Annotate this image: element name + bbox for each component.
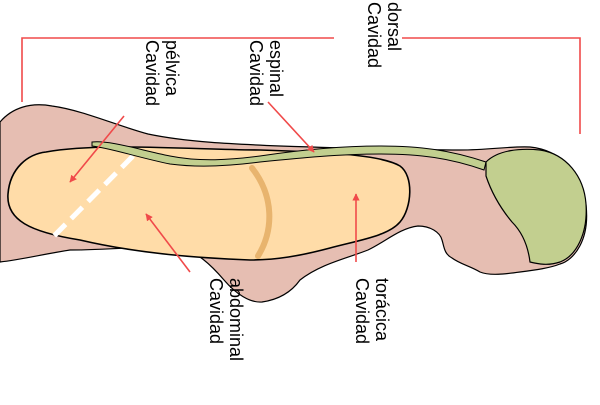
pelvic-pointer-arrow xyxy=(69,115,125,183)
spinal-canal xyxy=(91,141,487,171)
thoracic-cavity-label: Cavidad torácica xyxy=(352,278,392,344)
dorsal-cavity-bracket xyxy=(21,37,581,134)
diaphragm xyxy=(249,165,273,259)
thoracic-label-line1: Cavidad xyxy=(352,278,372,344)
cranial-cavity xyxy=(485,148,587,265)
pelvic-cavity-label: Cavidad pélvica xyxy=(142,40,182,106)
dorsal-label-line2: dorsal xyxy=(384,2,404,51)
pelvic-label-line2: pélvica xyxy=(162,40,182,97)
dorsal-cavity-label: Cavidad dorsal xyxy=(364,2,404,68)
spinal-cavity-label: Cavidad espinal xyxy=(246,40,286,106)
dorsal-label-line1: Cavidad xyxy=(364,2,384,68)
abdominal-label-line2: abdominal xyxy=(226,278,246,361)
abdominal-pointer-arrow xyxy=(145,213,191,273)
spinal-label-line2: espinal xyxy=(266,40,286,97)
pelvic-label-line1: Cavidad xyxy=(142,40,162,106)
thoracic-label-line2: torácica xyxy=(372,278,392,342)
spinal-pointer-arrow xyxy=(267,101,315,153)
abdominal-cavity-label: Cavidad abdominal xyxy=(206,278,246,361)
ventral-cavity xyxy=(7,146,411,261)
abdominal-label-line1: Cavidad xyxy=(206,278,226,344)
pelvic-divider-line xyxy=(52,154,135,238)
spinal-label-line1: Cavidad xyxy=(246,40,266,106)
